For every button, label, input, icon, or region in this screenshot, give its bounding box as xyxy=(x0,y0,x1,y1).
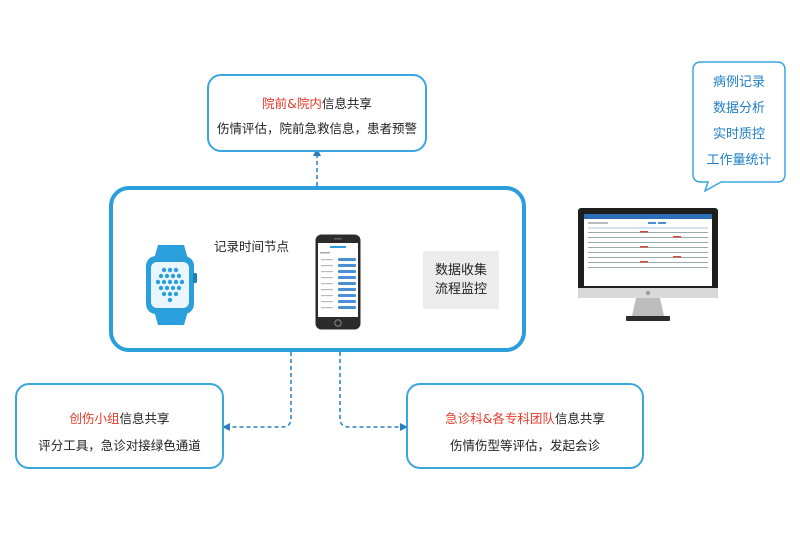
top-box-title-highlight: 院前&院内 xyxy=(262,96,322,111)
time-label: 记录时间节点 xyxy=(214,239,290,254)
callout-item-quality-control: 实时质控 xyxy=(712,127,765,142)
collect-label: 数据收集 xyxy=(434,263,487,278)
left-box-description: 评分工具，急诊对接绿色通道 xyxy=(38,438,201,453)
top-box-description: 伤情评估，院前急救信息，患者预警 xyxy=(216,121,417,136)
desktop-monitor-icon xyxy=(578,208,718,321)
callout-item-case-record: 病例记录 xyxy=(712,75,765,90)
left-box-title: 信息共享 xyxy=(119,411,170,426)
right-box-description: 伤情伤型等评估，发起会诊 xyxy=(449,438,600,453)
right-box-title-highlight: 急诊科&各专科团队 xyxy=(445,411,555,426)
arrow-to-right-box xyxy=(339,352,408,431)
top-info-box: 院前&院内信息共享 伤情评估，院前急救信息，患者预警 xyxy=(207,74,427,152)
left-box-title-highlight: 创伤小组 xyxy=(69,411,120,426)
arrow-to-left-box xyxy=(222,352,292,431)
smartphone-icon xyxy=(315,234,361,330)
feature-callout: 病例记录 数据分析 实时质控 工作量统计 xyxy=(692,61,786,192)
callout-item-workload-stats: 工作量统计 xyxy=(706,153,772,168)
right-box-title: 信息共享 xyxy=(554,411,605,426)
callout-item-data-analysis: 数据分析 xyxy=(712,101,765,116)
top-box-title: 信息共享 xyxy=(321,96,372,111)
smartwatch-icon xyxy=(146,245,197,325)
right-info-box: 急诊科&各专科团队信息共享 伤情伤型等评估，发起会诊 xyxy=(406,383,644,469)
monitor-label: 流程监控 xyxy=(434,282,487,297)
data-collection-box: 数据收集 流程监控 xyxy=(423,251,499,309)
left-info-box: 创伤小组信息共享 评分工具，急诊对接绿色通道 xyxy=(15,383,224,469)
callout-bubble-shape xyxy=(692,61,786,192)
